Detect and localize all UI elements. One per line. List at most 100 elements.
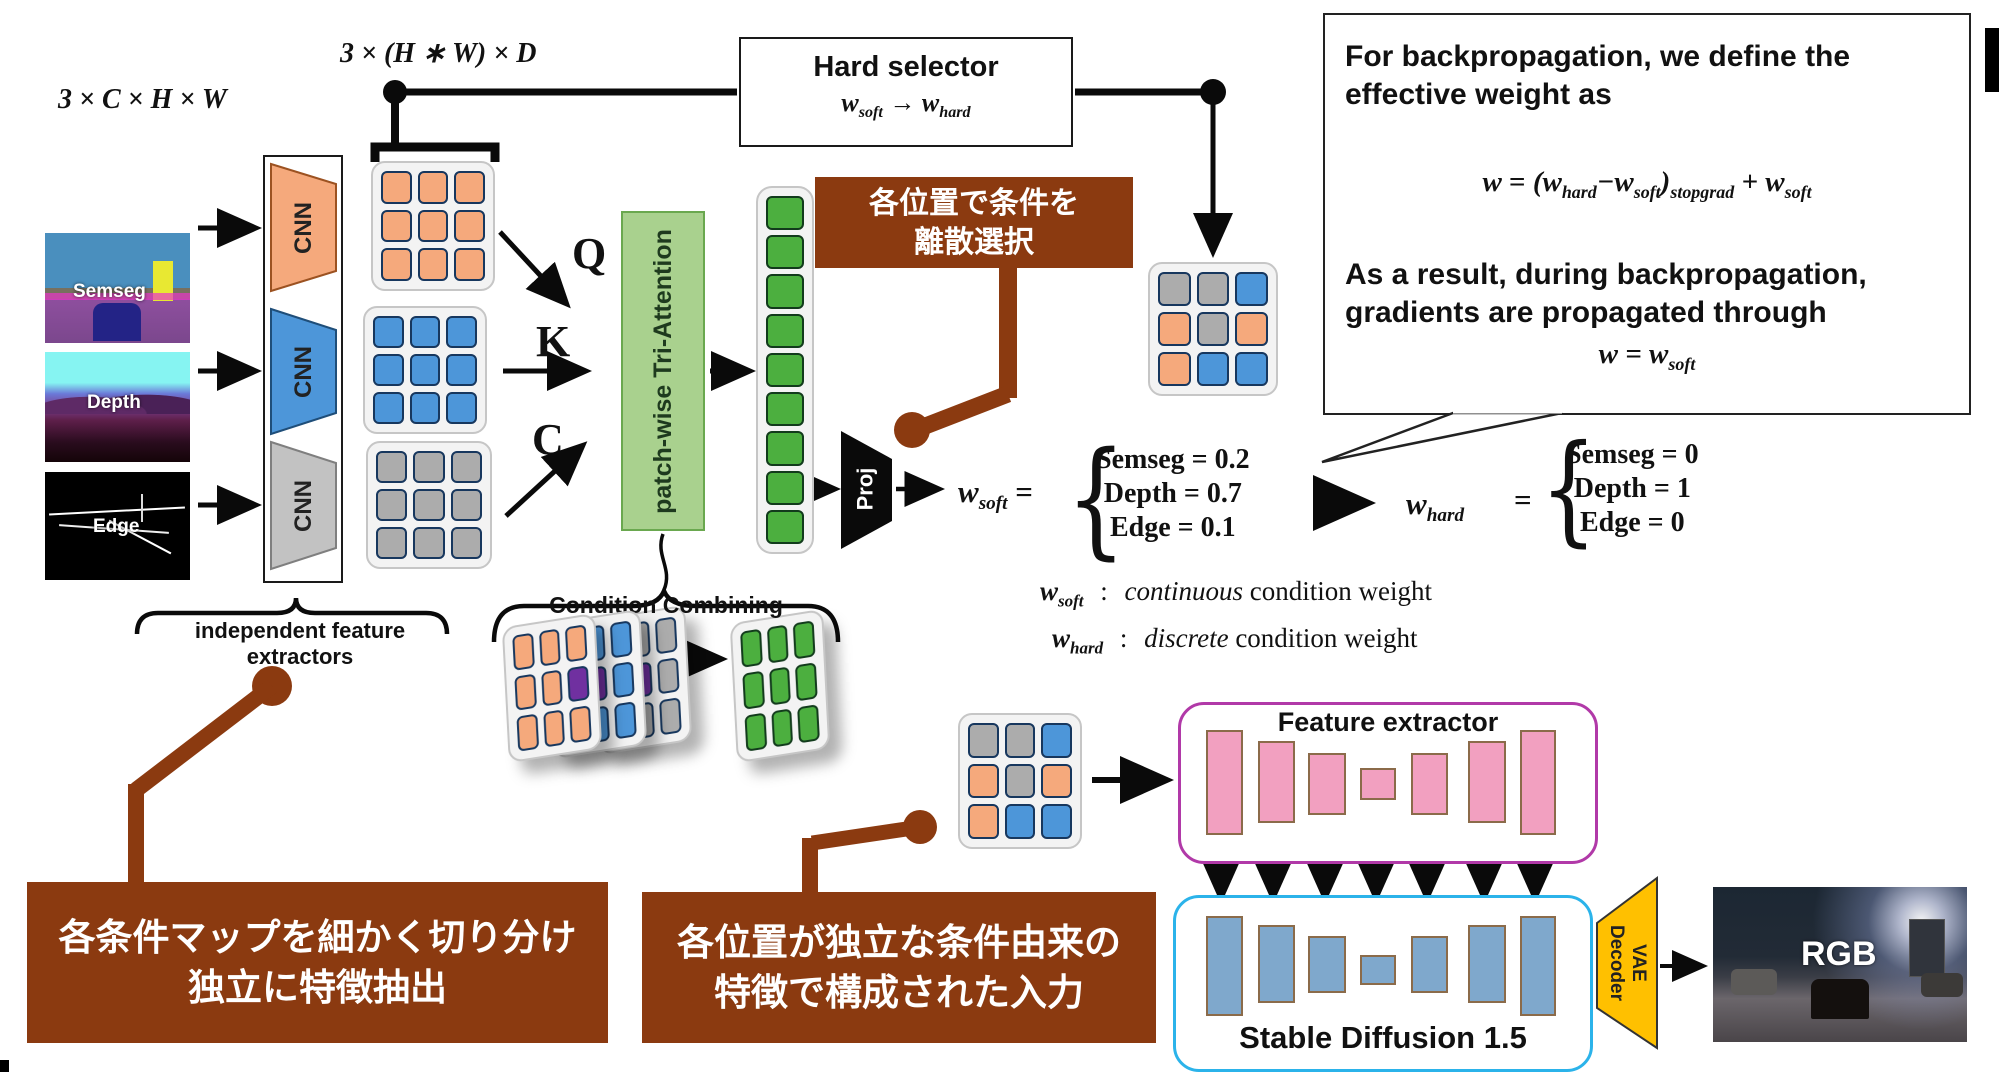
grid-cell-g: [413, 527, 445, 559]
feature-extractor-title: Feature extractor: [1277, 707, 1499, 737]
vae-trapezoid: [1596, 876, 1658, 1050]
condition-brace: [491, 584, 841, 643]
grid-cell-b: [1004, 804, 1036, 839]
sd-bar-6: [1468, 925, 1506, 1003]
cnn-trapezoid-gray: [270, 440, 337, 571]
grid-cell-g: [376, 451, 408, 483]
edge-image: Edge: [45, 472, 190, 580]
bracket-over-grid: [370, 142, 500, 162]
whard-label: whard: [1406, 486, 1465, 527]
grid-cell-g: [1196, 312, 1230, 346]
whard-val-depth: Depth = 1: [1573, 473, 1691, 505]
grid-cell-o: [1235, 312, 1268, 346]
grid-cell-o: [381, 248, 412, 281]
backprop-note-box: [1323, 13, 1971, 415]
note-line-1: For backpropagation, we define the: [1345, 40, 1851, 73]
grid-cell-b: [1041, 723, 1072, 758]
discrete-selection-line1: 各位置で条件を: [869, 186, 1079, 220]
grid-cell-g: [1004, 723, 1036, 758]
grid-cell-o: [454, 248, 485, 281]
note-line-4: gradients are propagated through: [1345, 296, 1827, 329]
grid-cell-b: [1235, 272, 1268, 306]
brown-stem-discrete: [999, 266, 1017, 398]
grid-cell-b: [409, 316, 441, 348]
grid-cell-n: [770, 708, 794, 748]
discrete-selection-callout: 各位置で条件を 離散選択: [815, 177, 1133, 268]
grid-cell-n: [766, 624, 790, 664]
split-line2: 独立に特徴抽出: [188, 966, 447, 1008]
rgb-label: RGB: [1801, 935, 1877, 973]
tri-attention-box: patch-wise Tri-Attention: [621, 211, 705, 531]
grid-cell-b: [446, 354, 477, 386]
cnn-label-3: CNN: [290, 480, 317, 532]
rgb-output-image: RGB: [1713, 887, 1967, 1042]
grid-cell-g: [413, 489, 445, 521]
grid-cell-n: [795, 662, 818, 702]
split-callout: 各条件マップを細かく切り分け 独立に特徴抽出: [27, 882, 608, 1043]
grid-cell-n: [768, 666, 792, 706]
grid-cell-n: [766, 274, 804, 309]
grid-cell-o: [968, 804, 999, 839]
grid-cell-n: [793, 620, 816, 660]
green-token-column: [756, 186, 814, 554]
grid-cell-g: [1004, 763, 1036, 799]
semseg-image: Semseg: [45, 233, 190, 343]
grid-cell-g: [657, 656, 680, 695]
cnn-label-1: CNN: [290, 202, 317, 254]
grid-cell-b: [446, 316, 477, 348]
blue-grid: [363, 306, 487, 434]
proj-label: Proj: [852, 467, 878, 511]
grid-cell-o: [454, 171, 485, 204]
rgb-car-1: [1811, 979, 1869, 1019]
grid-cell-b: [373, 316, 404, 348]
vae-line1: VAE: [1627, 944, 1649, 982]
grid-cell-n: [766, 235, 804, 270]
fe-bar-4: [1360, 768, 1396, 800]
grid-cell-n: [766, 196, 804, 231]
grid-cell-g: [450, 489, 482, 521]
wsoft-label: wsoft =: [958, 474, 1033, 515]
grid-cell-g: [376, 489, 408, 521]
grid-cell-b: [446, 392, 477, 424]
grid-cell-o: [542, 709, 566, 748]
grid-cell-o: [569, 705, 592, 744]
wsoft-values: Semseg = 0.2 Depth = 0.7 Edge = 0.1: [1096, 443, 1250, 545]
grid-cell-g: [968, 723, 999, 758]
grid-cell-o: [1158, 352, 1191, 386]
tilt-grid-orange: [501, 612, 603, 764]
hard-selector-title: Hard selector: [813, 51, 999, 83]
wsoft-val-semseg: Semseg = 0.2: [1096, 444, 1250, 475]
arrow-c: [504, 441, 588, 518]
grid-cell-o: [516, 713, 539, 752]
sd-bar-4: [1360, 955, 1396, 985]
grid-cell-o: [538, 628, 562, 667]
grid-cell-b: [614, 701, 637, 740]
q-label: Q: [572, 229, 607, 278]
grid-cell-b: [409, 392, 441, 424]
grid-cell-o: [565, 624, 588, 663]
fe-bar-7: [1520, 730, 1556, 835]
grid-cell-p: [567, 664, 590, 703]
sd-bar-5: [1411, 936, 1448, 993]
grid-cell-n: [766, 392, 804, 427]
depth-label: Depth: [87, 392, 141, 413]
grid-cell-o: [381, 171, 412, 204]
grid-cell-g: [376, 527, 408, 559]
note-result-formula: w = wsoft: [1598, 338, 1696, 374]
note-bubble-tail: [1321, 410, 1563, 464]
grid-cell-o: [417, 248, 449, 281]
grid-cell-b: [1196, 352, 1230, 386]
edge-label: Edge: [93, 516, 140, 537]
semseg-label: Semseg: [73, 281, 146, 302]
grid-cell-o: [417, 171, 449, 204]
brown-diag-discrete: [911, 386, 1012, 438]
whard-brace: {: [1540, 420, 1598, 559]
split-line1: 各条件マップを細かく切り分け: [58, 916, 577, 958]
grid-cell-o: [381, 209, 412, 243]
depth-image: Depth: [45, 352, 190, 462]
note-formula: w = (whard−wsoft)stopgrad + wsoft: [1482, 166, 1812, 202]
brown-stem-input: [802, 838, 818, 894]
cnn-label-2: CNN: [290, 346, 317, 398]
